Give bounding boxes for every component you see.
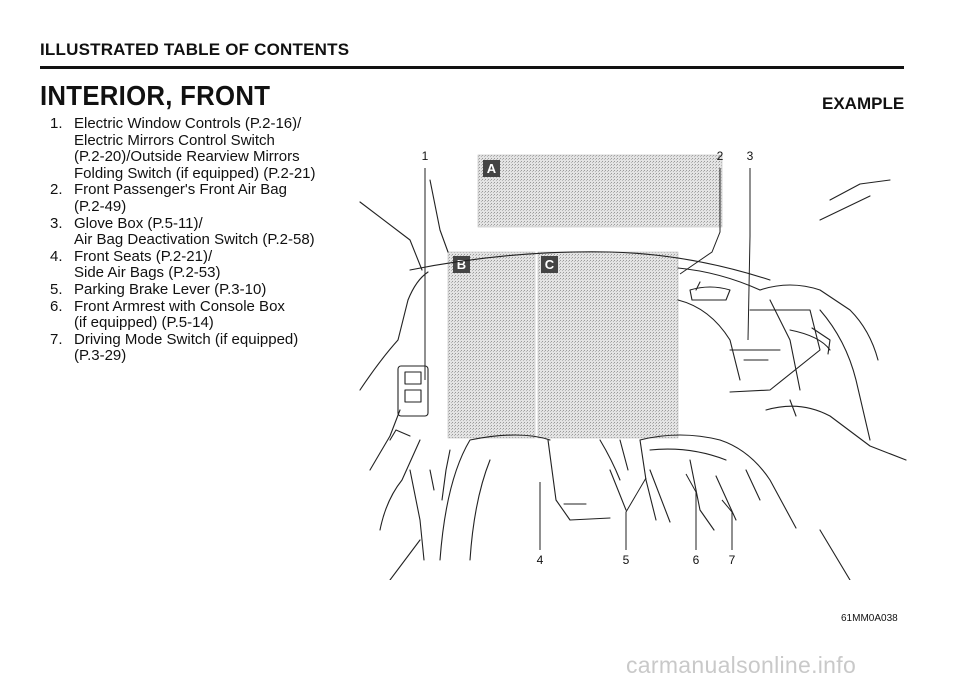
page-header: ILLUSTRATED TABLE OF CONTENTS — [40, 40, 350, 59]
toc-item: 5. Parking Brake Lever (P.3-10) — [50, 280, 330, 299]
box-c-letter: C — [545, 257, 555, 272]
callout-numbers: 1 2 3 4 5 6 7 — [422, 149, 754, 567]
section-title: INTERIOR, FRONT — [40, 80, 271, 111]
toc-item-text: Front Armrest with Console Box — [74, 297, 285, 315]
box-a-badge — [483, 160, 500, 177]
toc-item-text: Electric Mirrors Control Switch — [74, 131, 275, 149]
box-b-letter: B — [457, 257, 466, 272]
callout-number: 1 — [422, 149, 429, 163]
box-a-shading — [477, 154, 723, 228]
watermark: carmanualsonline.info — [626, 652, 857, 678]
callout-number: 7 — [729, 553, 736, 567]
toc-item-text: Driving Mode Switch (if equipped) — [74, 330, 299, 348]
callout-box-b: B — [447, 251, 536, 439]
toc-item-text: Folding Switch (if equipped) (P.2-21) — [74, 164, 316, 182]
toc-item-number: 2. — [50, 181, 63, 199]
callout-number: 5 — [623, 553, 630, 567]
interior-front-illustration: A B C — [359, 149, 907, 580]
box-c-badge — [541, 256, 558, 273]
box-c-shading — [537, 251, 679, 439]
toc-item-text: Electric Window Controls (P.2-16)/ — [74, 115, 302, 132]
toc-item-text: (P.2-20)/Outside Rearview Mirrors — [74, 148, 300, 166]
toc-item-text: (if equipped) (P.5-14) — [74, 314, 214, 332]
callout-number: 3 — [747, 149, 754, 163]
toc-item: 3. Glove Box (P.5-11)/ Air Bag Deactivat… — [50, 214, 330, 249]
toc-item: 4. Front Seats (P.2-21)/ Side Air Bags (… — [50, 247, 330, 282]
toc-item-text: Air Bag Deactivation Switch (P.2-58) — [74, 231, 315, 249]
toc-item-text: Front Seats (P.2-21)/ — [74, 247, 213, 265]
toc-item-text: Side Air Bags (P.2-53) — [74, 264, 221, 282]
example-label: EXAMPLE — [822, 94, 905, 113]
toc-item-text: Parking Brake Lever (P.3-10) — [74, 280, 267, 298]
callout-box-c: C — [537, 251, 679, 439]
box-b-shading — [447, 251, 536, 439]
toc-item-number: 7. — [50, 330, 63, 348]
toc-item-text: Glove Box (P.5-11)/ — [74, 214, 203, 232]
toc-item-number: 5. — [50, 280, 63, 298]
toc-item: 6. Front Armrest with Console Box (if eq… — [50, 297, 330, 332]
toc-item: 1. Electric Window Controls (P.2-16)/ El… — [50, 115, 330, 182]
interior-line-art — [359, 179, 907, 580]
figure-code: 61MM0A038 — [841, 613, 898, 624]
toc-item-number: 3. — [50, 214, 63, 232]
callout-number: 6 — [693, 553, 700, 567]
header-rule — [40, 66, 904, 69]
toc-item-text: (P.3-29) — [74, 347, 127, 365]
toc-item-text: Front Passenger's Front Air Bag — [74, 181, 287, 199]
toc-item-number: 6. — [50, 297, 63, 315]
callout-box-a: A — [477, 154, 723, 228]
toc-item: 2. Front Passenger's Front Air Bag (P.2-… — [50, 182, 330, 215]
box-a-letter: A — [487, 161, 497, 176]
toc-item: 7. Driving Mode Switch (if equipped) (P.… — [50, 330, 330, 365]
callout-number: 2 — [717, 149, 724, 163]
toc-item-number: 4. — [50, 247, 63, 265]
toc-list: 1. Electric Window Controls (P.2-16)/ El… — [50, 115, 330, 365]
callout-leader-lines — [424, 168, 751, 550]
callout-number: 4 — [537, 553, 544, 567]
toc-item-number: 1. — [50, 115, 63, 132]
toc-item-text: (P.2-49) — [74, 197, 127, 215]
